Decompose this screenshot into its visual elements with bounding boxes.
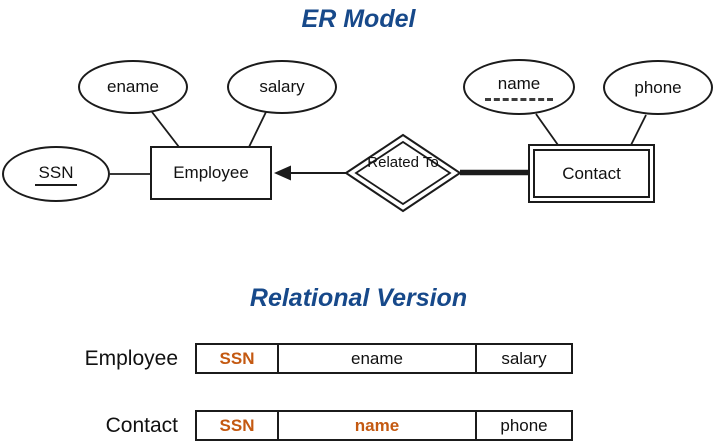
column-contact-ssn: SSN <box>219 415 255 435</box>
relation-table-employee: SSN ename salary <box>195 343 573 374</box>
arrowhead-to-employee <box>274 165 291 181</box>
attribute-label-ename: ename <box>107 77 159 96</box>
partial-key-dashed-underline <box>485 97 553 101</box>
attribute-ellipse-ssn: SSN <box>2 146 110 202</box>
relation-name-contact: Contact <box>105 414 178 437</box>
column-employee-ssn: SSN <box>219 348 255 368</box>
er-model-title: ER Model <box>301 5 416 33</box>
relation-table-contact: SSN name phone <box>195 410 573 441</box>
attribute-ellipse-ename: ename <box>78 60 188 114</box>
entity-contact-inner-border: Contact <box>533 149 650 198</box>
line-name-contact <box>535 113 559 146</box>
attribute-label-phone: phone <box>634 77 682 97</box>
line-ename-employee <box>151 111 180 148</box>
relationship-diamond-outer <box>344 133 462 213</box>
relation-name-employee: Employee <box>84 347 178 370</box>
attribute-label-salary: salary <box>259 77 305 96</box>
entity-label-employee: Employee <box>173 163 249 182</box>
relationship-label: Related To <box>367 154 439 171</box>
attribute-label-name: name <box>497 73 541 93</box>
attribute-ellipse-name: name <box>463 59 575 115</box>
entity-label-contact: Contact <box>562 163 621 183</box>
column-contact-name: name <box>277 412 475 439</box>
line-phone-contact <box>630 114 647 146</box>
entity-employee: Employee <box>150 146 272 200</box>
relationship-diamond-inner <box>354 140 452 206</box>
relational-version-title: Relational Version <box>249 284 468 312</box>
entity-contact: Contact <box>528 144 655 203</box>
attribute-label-ssn: SSN <box>34 163 78 186</box>
attribute-ellipse-phone: phone <box>603 60 713 115</box>
column-employee-salary: salary <box>475 345 571 372</box>
column-contact-phone: phone <box>475 412 571 439</box>
line-salary-employee <box>248 111 267 148</box>
attribute-ellipse-salary: salary <box>227 60 337 114</box>
column-employee-ename: ename <box>277 345 475 372</box>
